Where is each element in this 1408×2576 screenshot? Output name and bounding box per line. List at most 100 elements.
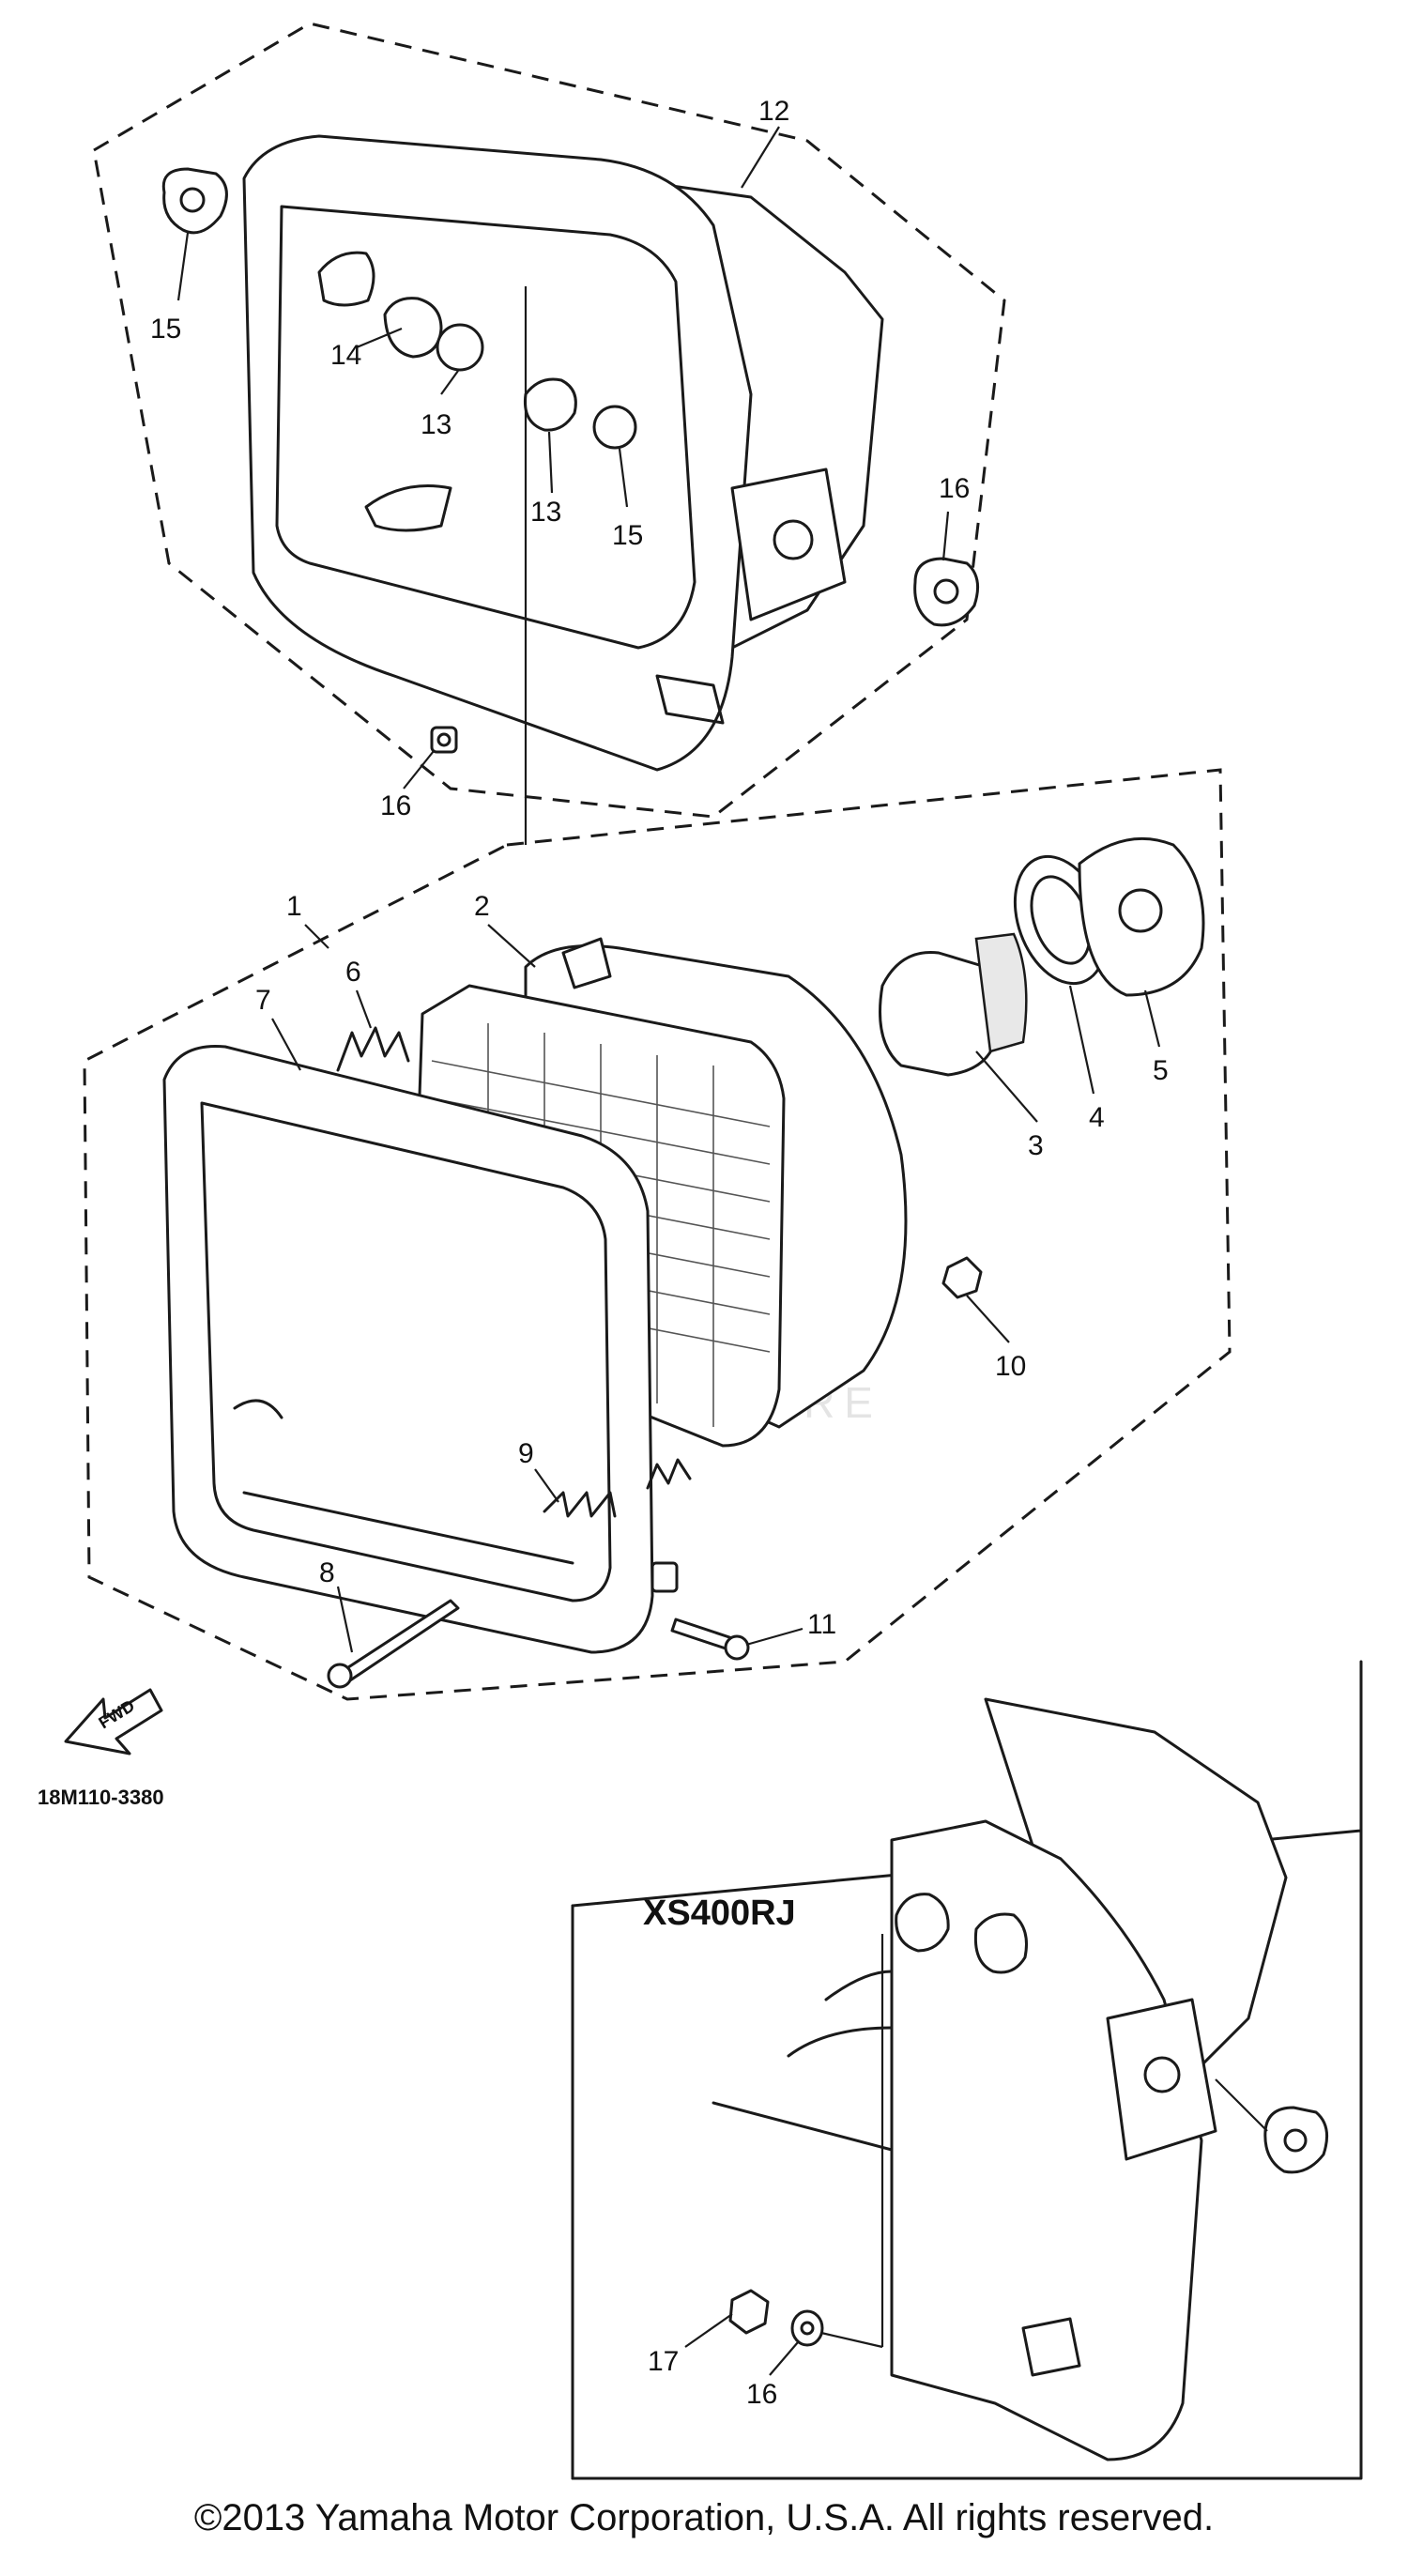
inset-rubber-grommet [1263,2106,1329,2174]
leader-4 [1068,985,1095,1095]
leader-inset-grommet [1215,2078,1268,2132]
callout-16-top: 16 [380,790,411,821]
callout-4: 4 [1089,1102,1105,1133]
leader-3 [975,1050,1038,1123]
callout-7: 7 [255,985,271,1016]
leader-14a [356,327,403,349]
leader-10 [966,1295,1010,1343]
housing-side-mount [730,468,847,621]
inset-rubber-grommet-hole [1283,2128,1308,2153]
headlight-bulb-base [974,932,1028,1053]
pilot-socket-right [523,377,577,432]
callout-5: 5 [1153,1055,1169,1086]
inset-washer-hole [800,2321,815,2336]
pilot-bulb-left [436,323,484,372]
leader-8 [336,1586,354,1653]
inset-pilot-socket-left [895,1893,950,1953]
rim-screw [670,1618,734,1651]
callout-9: 9 [518,1438,534,1469]
socket-cover [1078,836,1205,997]
inset-washer [790,2309,824,2347]
diagram-code-label: 18M110-3380 [38,1786,164,1809]
headlight-unit-boundary [83,768,1232,1701]
adjusting-screw-head [327,1663,353,1689]
leader-17 [684,2313,733,2348]
callout-1: 1 [286,891,302,922]
rubber-grommet-left [161,167,228,235]
callout-12: 12 [758,96,789,127]
forward-arrow: FWD [64,1688,163,1756]
xs400rj-inset-group: XS400RJ [571,1660,1363,2480]
leader-14b [618,448,629,508]
adjusting-screw [341,1599,460,1682]
adjusting-spring [543,1491,617,1518]
washer-top-hole [436,732,451,747]
callout-6: 6 [345,957,361,988]
rubber-grommet-right-hole [933,578,959,605]
leader-1 [304,924,329,949]
inset-pilot-socket-right [973,1912,1028,1974]
rim-bottom-channel [233,1399,574,1565]
washer-top [430,726,458,754]
callout-11: 11 [807,1609,836,1640]
callout-15-left: 15 [150,314,181,345]
callout-14-left: 14 [330,340,361,371]
housing-inner-frame [275,205,696,650]
housing-group-boundary [92,22,1006,819]
socket-cover-center [1118,888,1163,933]
mount-nut [941,1256,983,1299]
leader-13a [440,370,459,395]
adjusting-spring-2 [646,1458,692,1490]
leader-6 [355,989,373,1029]
inset-housing-body [890,1819,1203,2461]
callout-17: 17 [648,2346,679,2377]
callout-8: 8 [319,1557,335,1588]
inset-housing-tab [1021,2317,1081,2377]
inset-housing-side-mount [1106,1998,1217,2161]
callout-13-left: 13 [421,409,451,440]
headlight-unit-group [83,768,1232,1701]
leader-16a [403,750,435,790]
leader-inset-washer [820,2331,883,2349]
leader-11 [745,1627,803,1647]
reflector-top-bracket [561,937,612,989]
leader-7 [271,1018,301,1071]
callout-2: 2 [474,891,490,922]
pilot-bulb-right [592,405,637,450]
callout-13-right: 13 [530,497,561,528]
inset-housing-side-hole [1143,2056,1181,2093]
leader-15b [941,511,950,561]
leader-2 [487,924,536,968]
inset-housing-curve [712,1970,894,2152]
callout-14-right: 15 [612,520,643,551]
housing-cable-hole [317,251,375,307]
headlight-rim-inner [200,1101,612,1602]
rim-screw-head [724,1634,750,1661]
headlight-spring-clip [336,1026,410,1072]
callout-3: 3 [1028,1130,1044,1161]
rim-lower-tab [650,1561,679,1593]
housing-floor-slot [364,484,452,532]
callout-10: 10 [995,1351,1026,1382]
xs400rj-model-label: XS400RJ [643,1894,796,1933]
rubber-grommet-right [913,557,980,627]
housing-assembly-group [92,22,1006,845]
leader-12 [741,126,780,189]
leader-16b [769,2341,799,2376]
leader-9 [534,1468,559,1503]
housing-side-hole [773,519,814,560]
leader-5 [1143,989,1161,1048]
callout-labels: 12 15 14 13 13 15 16 16 1 2 6 7 3 4 5 10… [150,96,1169,2377]
forward-arrow-shape [64,1688,163,1756]
callout-16-inset-label: 16 [746,2379,777,2410]
copyright-footer: ©2013 Yamaha Motor Corporation, U.S.A. A… [193,2497,1215,2538]
pilot-socket-left [383,297,443,359]
inset-nut [728,2289,770,2335]
rubber-grommet-left-hole [179,187,206,213]
housing-bottom-tab [655,674,725,725]
housing-body [242,134,753,772]
leader-15a [176,232,190,301]
callout-15-right: 16 [939,473,970,504]
leader-13b [547,431,554,494]
